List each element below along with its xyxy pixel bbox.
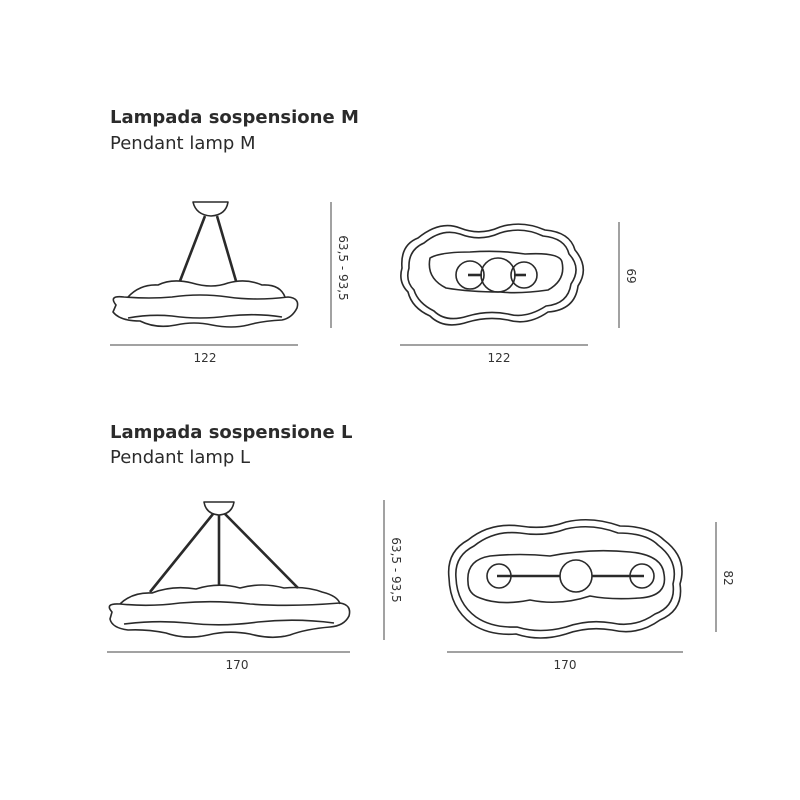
- section-l: Lampada sospensione L Pendant lamp L 63,…: [107, 422, 735, 672]
- bulb-center: [480, 257, 516, 293]
- diffuser-outline: [428, 250, 564, 294]
- suspension-rod: [224, 513, 299, 589]
- shade-edge: [127, 313, 283, 319]
- width-label: 170: [554, 658, 577, 672]
- shade-outline-inner: [455, 525, 676, 632]
- bulb-side: [455, 260, 485, 290]
- shade-body: [112, 294, 299, 328]
- bulb-center: [559, 559, 593, 593]
- shade-outline-inner: [407, 229, 577, 320]
- bulb-side: [510, 261, 538, 289]
- section-subtitle: Pendant lamp M: [110, 133, 256, 154]
- section-m: Lampada sospensione M Pendant lamp M 63,…: [110, 107, 638, 365]
- width-label: 122: [488, 351, 511, 365]
- depth-label: 82: [721, 570, 735, 585]
- shade-outline-outer: [400, 223, 585, 326]
- side-view-lamp-l: [108, 501, 351, 639]
- section-title: Lampada sospensione M: [110, 107, 359, 128]
- height-label: 63,5 - 93,5: [389, 537, 403, 602]
- suspension-rod: [148, 513, 215, 593]
- suspension-rod: [178, 215, 207, 282]
- section-subtitle: Pendant lamp L: [110, 447, 250, 468]
- shade-top: [127, 280, 286, 298]
- suspension-rod: [215, 215, 238, 282]
- shade-outline-outer: [447, 518, 683, 639]
- depth-label: 69: [624, 268, 638, 283]
- height-label: 63,5 - 93,5: [336, 235, 350, 300]
- ceiling-canopy: [203, 501, 235, 516]
- shade-edge: [123, 619, 335, 626]
- shade-top: [119, 584, 341, 605]
- diffuser-outline: [467, 549, 666, 604]
- top-view-lamp-m: [400, 223, 585, 326]
- section-title: Lampada sospensione L: [110, 422, 352, 443]
- shade-body: [108, 600, 351, 639]
- width-label: 170: [226, 658, 249, 672]
- ceiling-canopy: [192, 201, 229, 217]
- side-view-lamp-m: [112, 201, 299, 328]
- top-view-lamp-l: [447, 518, 683, 639]
- width-label: 122: [194, 351, 217, 365]
